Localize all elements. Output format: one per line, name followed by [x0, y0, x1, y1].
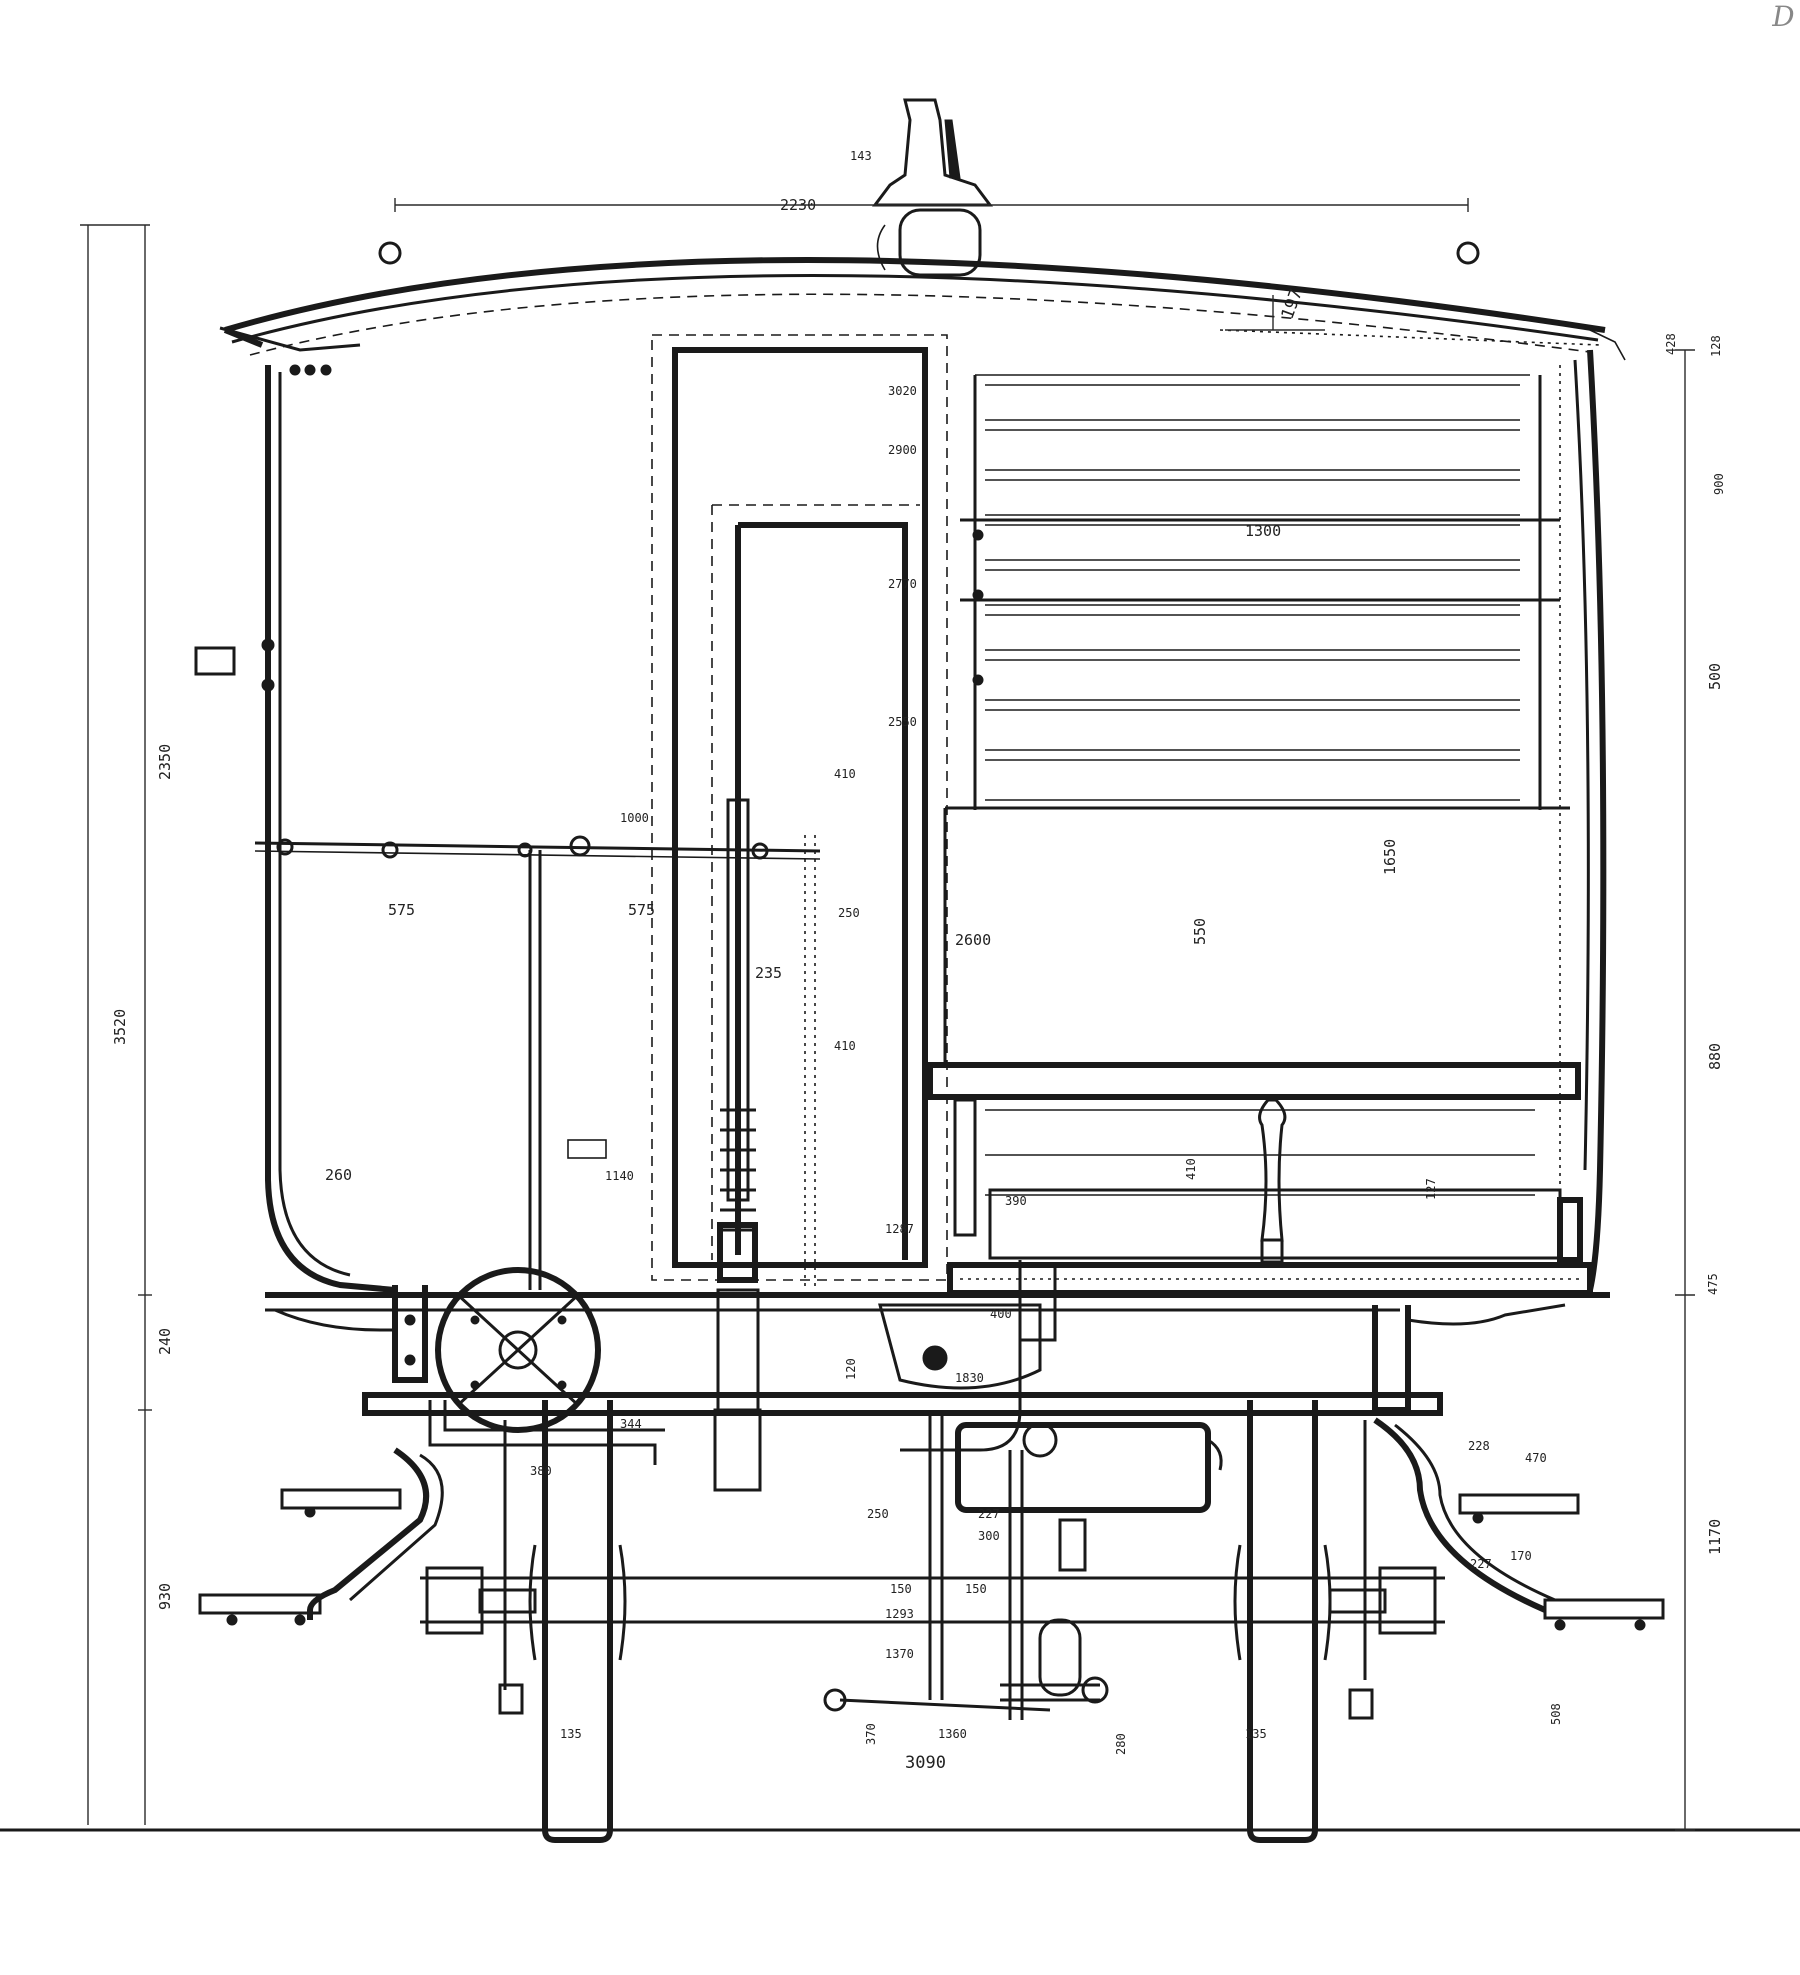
label-240: 240: [156, 1328, 174, 1355]
label-2350: 2350: [156, 744, 174, 780]
gas-reservoir: [955, 1422, 1211, 1513]
label-120: 120: [844, 1358, 858, 1380]
label-575-mid: 575: [628, 901, 655, 919]
label-135-left: 135: [560, 1727, 582, 1741]
label-roof-rise: 197: [1278, 286, 1307, 322]
dimension-lines: [80, 198, 1695, 1831]
label-170: 170: [1510, 1549, 1532, 1563]
label-1170: 1170: [1706, 1519, 1724, 1555]
handle-bracket: [194, 646, 236, 676]
lifting-eye-left: [378, 241, 402, 265]
label-1000: 1000: [620, 811, 649, 825]
label-227: 227: [978, 1507, 1000, 1521]
label-1300: 1300: [1245, 522, 1281, 540]
label-410-top: 410: [834, 767, 856, 781]
label-508: 508: [1549, 1703, 1563, 1725]
label-2900: 2900: [888, 443, 917, 457]
label-vent: 143: [850, 149, 872, 163]
label-428: 428: [1664, 333, 1678, 355]
label-plate: [567, 1139, 607, 1159]
label-880: 880: [1706, 1043, 1724, 1070]
label-1287: 1287: [885, 1222, 914, 1236]
body-right-wall: [1559, 349, 1607, 1291]
label-370: 370: [864, 1723, 878, 1745]
label-260: 260: [325, 1166, 352, 1184]
label-500-right: 500: [1706, 663, 1724, 690]
roof-lamp-ventilator: [872, 98, 993, 277]
label-3090: 3090: [905, 1753, 946, 1773]
label-3020: 3020: [888, 384, 917, 398]
roof: [219, 98, 1626, 361]
label-250-low: 250: [867, 1507, 889, 1521]
label-228: 228: [1468, 1439, 1490, 1453]
label-300: 300: [978, 1529, 1000, 1543]
label-930: 930: [156, 1583, 174, 1610]
label-150a: 150: [890, 1582, 912, 1596]
label-280: 280: [1114, 1733, 1128, 1755]
label-2770: 2770: [888, 577, 917, 591]
label-575-left: 575: [388, 901, 415, 919]
label-2600: 2600: [955, 931, 991, 949]
dimension-labels: 2230 197 143 3020 2900 2770 2550 410 100…: [111, 149, 1726, 1773]
label-400: 400: [990, 1307, 1012, 1321]
label-3520: 3520: [111, 1009, 129, 1045]
label-1650: 1650: [1381, 839, 1399, 875]
label-roof-width: 2230: [780, 196, 816, 214]
label-410-mid: 410: [834, 1039, 856, 1053]
label-344: 344: [620, 1417, 642, 1431]
label-1293: 1293: [885, 1607, 914, 1621]
interior-door-frame: [651, 334, 948, 1281]
brake-spindle: [713, 798, 816, 1492]
wheelset: [420, 1400, 1445, 1843]
label-127: 127: [1424, 1178, 1438, 1200]
label-250: 250: [838, 906, 860, 920]
label-235: 235: [755, 964, 782, 982]
label-380: 380: [530, 1464, 552, 1478]
compartment-seat: [927, 374, 1593, 1296]
label-1140: 1140: [605, 1169, 634, 1183]
label-900: 900: [1712, 473, 1726, 495]
lifting-eye-right: [1456, 241, 1480, 265]
label-410-seat: 410: [1184, 1158, 1198, 1180]
label-1360: 1360: [938, 1727, 967, 1741]
label-1830: 1830: [955, 1371, 984, 1385]
label-128: 128: [1709, 335, 1723, 357]
label-390: 390: [1005, 1194, 1027, 1208]
label-475: 475: [1706, 1273, 1720, 1295]
body-left-wall: [194, 364, 396, 1293]
label-150b: 150: [965, 1582, 987, 1596]
label-1370: 1370: [885, 1647, 914, 1661]
label-2550: 2550: [888, 715, 917, 729]
underframe: [198, 1260, 1665, 1720]
label-470: 470: [1525, 1451, 1547, 1465]
label-550: 550: [1191, 918, 1209, 945]
label-227b: 227: [1470, 1557, 1492, 1571]
transverse-rail: [254, 835, 821, 1290]
label-135-right: 135: [1245, 1727, 1267, 1741]
